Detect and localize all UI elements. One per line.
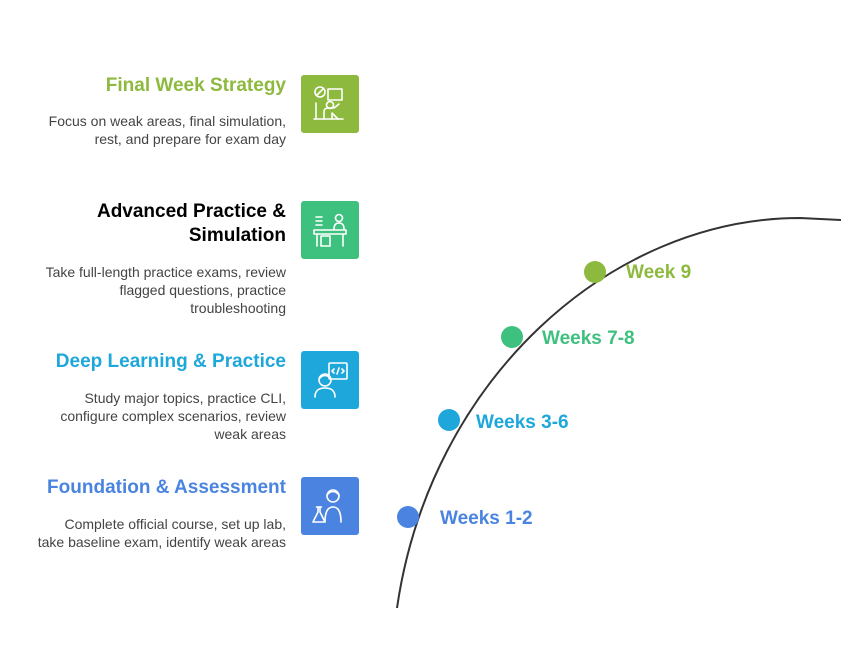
scientist-icon (312, 489, 342, 523)
timeline-dot-weeks-7-8 (501, 326, 523, 348)
stage-title-advanced: Advanced Practice & Simulation (96, 201, 286, 246)
stage-icon-box-final-week (301, 75, 359, 133)
coder-person-icon (314, 362, 348, 398)
timeline-dot-weeks-1-2 (397, 506, 419, 528)
stage-icon-box-advanced (301, 201, 359, 259)
week-label-weeks-7-8: Weeks 7-8 (542, 328, 635, 349)
week-label-week-9: Week 9 (626, 262, 692, 283)
stage-desc-final-week: Focus on weak areas, final simulation, r… (48, 113, 286, 147)
week-label-weeks-3-6: Weeks 3-6 (476, 412, 569, 433)
stage-icon-box-deep-learning (301, 351, 359, 409)
stage-desc-deep-learning: Study major topics, practice CLI, config… (60, 390, 286, 442)
timeline-dot-weeks-3-6 (438, 409, 460, 431)
stage-title-foundation: Foundation & Assessment (47, 477, 286, 498)
desk-practice-icon (313, 213, 347, 247)
strategy-person-icon (313, 86, 344, 120)
stage-title-final-week: Final Week Strategy (105, 75, 286, 96)
week-label-weeks-1-2: Weeks 1-2 (440, 508, 533, 529)
stage-icon-box-foundation (301, 477, 359, 535)
timeline-dot-week-9 (584, 261, 606, 283)
stage-desc-foundation: Complete official course, set up lab, ta… (37, 516, 286, 550)
stage-desc-advanced: Take full-length practice exams, review … (45, 264, 286, 316)
stage-title-deep-learning: Deep Learning & Practice (55, 351, 286, 372)
